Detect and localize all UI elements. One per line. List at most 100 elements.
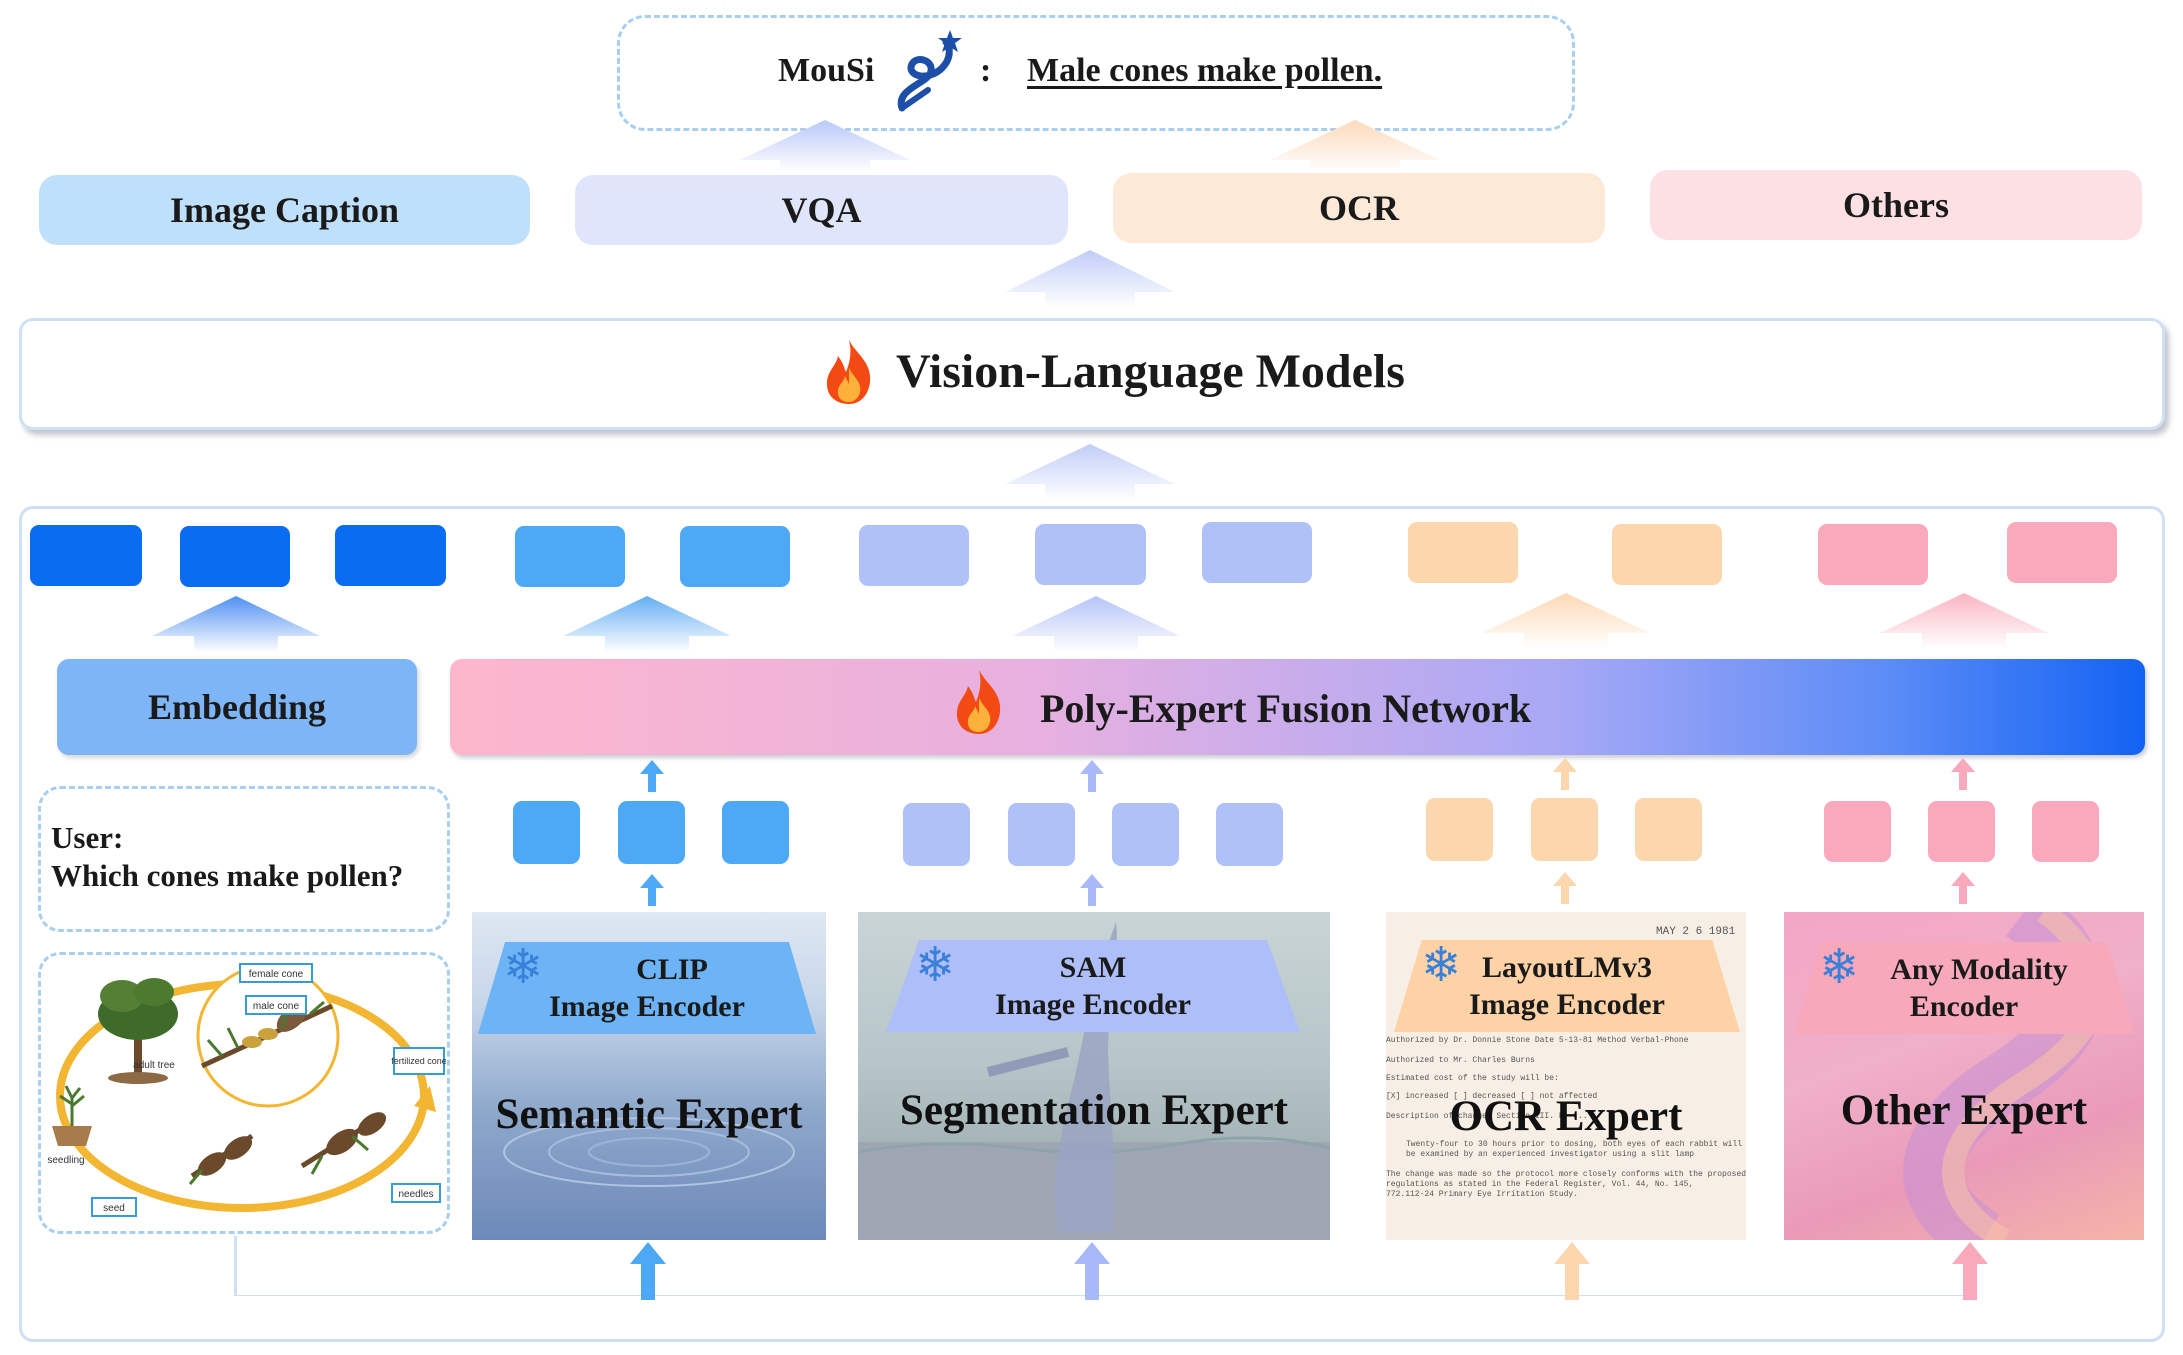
ocr-token-1 xyxy=(1426,798,1493,861)
task-others: Others xyxy=(1650,170,2142,240)
encoder-subtitle: Encoder xyxy=(1909,990,2019,1023)
doc-line: [X] increased [ ] decreased [ ] not affe… xyxy=(1386,1092,1598,1101)
other-token-1 xyxy=(1824,801,1891,862)
cones-branch-icon xyxy=(200,1000,334,1069)
clip-encoder-label: CLIP Image Encoder xyxy=(478,942,816,1034)
ocr-token-3 xyxy=(1635,798,1702,861)
encoder-name: LayoutLMv3 xyxy=(1481,950,1652,984)
up-arrow-ocr-expert xyxy=(1482,593,1650,649)
other-expert-title: Other Expert xyxy=(1840,1087,2088,1134)
layoutlm-encoder-label: LayoutLMv3 Image Encoder xyxy=(1394,940,1740,1032)
encoder-name: CLIP xyxy=(636,952,708,986)
up-arrow-vlm-to-tasks xyxy=(1005,250,1175,308)
small-up-arrow-other-top xyxy=(1951,758,1975,790)
vlm-box xyxy=(19,318,2165,430)
token-sam-1 xyxy=(859,525,969,586)
token-ocr-1 xyxy=(1408,522,1518,583)
up-arrow-clip xyxy=(563,596,731,652)
token-embed-1 xyxy=(30,525,142,586)
small-up-arrow-ocr-top xyxy=(1553,758,1577,790)
user-prompt-box xyxy=(38,786,450,932)
doc-line: be examined by an experienced investigat… xyxy=(1406,1150,1695,1159)
doc-date: MAY 2 6 1981 xyxy=(1656,926,1736,938)
up-arrow-ocr xyxy=(1270,120,1440,172)
ocr-token-2 xyxy=(1531,798,1598,861)
token-sam-2 xyxy=(1035,524,1146,585)
up-arrow-embedding xyxy=(152,596,320,652)
input-image-box xyxy=(38,952,450,1234)
up-arrow-vqa xyxy=(740,120,910,172)
sam-token-1 xyxy=(903,803,970,866)
sam-encoder-label: SAM Image Encoder xyxy=(886,940,1300,1032)
model-name: MouSi xyxy=(778,52,875,89)
other-token-3 xyxy=(2032,801,2099,862)
user-speaker: User: xyxy=(51,820,124,855)
doc-line: regulations as stated in the Federal Reg… xyxy=(1386,1180,1694,1189)
token-clip-1 xyxy=(515,526,625,587)
token-embed-3 xyxy=(335,525,446,586)
any-modality-encoder-label: Any Modality Encoder xyxy=(1794,942,2134,1034)
label-fertilized-cone: fertilized cone xyxy=(391,1056,446,1066)
other-token-2 xyxy=(1928,801,1995,862)
doc-line: The change was made so the protocol more… xyxy=(1386,1170,1746,1179)
sam-token-3 xyxy=(1112,803,1179,866)
up-arrow-to-layoutlm xyxy=(1554,1242,1590,1300)
clip-token-1 xyxy=(513,801,580,864)
main-frame xyxy=(19,506,2165,1342)
task-image-caption: Image Caption xyxy=(39,175,530,245)
token-sam-3 xyxy=(1202,522,1312,583)
label-seed: seed xyxy=(103,1203,125,1214)
semantic-expert-title: Semantic Expert xyxy=(495,1091,803,1138)
output-box xyxy=(617,15,1575,131)
segmentation-expert-title: Segmentation Expert xyxy=(899,1087,1289,1134)
vlm-title: Vision-Language Models xyxy=(896,345,1405,398)
encoder-subtitle: Image Encoder xyxy=(995,988,1191,1021)
answer-text: Male cones make pollen. xyxy=(1027,52,1383,89)
doc-line: Description of change: Section III. B. .… xyxy=(1386,1112,1588,1121)
label-female-cone: female cone xyxy=(249,969,304,980)
small-up-arrow-ocr-bottom xyxy=(1553,872,1577,904)
task-vqa: VQA xyxy=(575,175,1068,245)
token-embed-2 xyxy=(180,526,290,587)
snowflake-icon: ❄ xyxy=(1819,941,1860,994)
fire-icon xyxy=(952,668,1006,736)
fertilized-cone-branch-icon xyxy=(188,1112,387,1185)
encoder-name: SAM xyxy=(1059,950,1127,984)
doc-line: 772.112-24 Primary Eye Irritation Study. xyxy=(1386,1190,1579,1199)
mousi-logo-icon xyxy=(888,28,968,116)
encoder-subtitle: Image Encoder xyxy=(549,990,745,1023)
up-arrow-to-clip xyxy=(630,1242,666,1300)
small-up-arrow-sam-bottom xyxy=(1080,874,1104,906)
output-colon: : xyxy=(980,52,992,89)
snowflake-icon: ❄ xyxy=(503,941,544,994)
user-question: Which cones make pollen? xyxy=(51,858,404,893)
encoder-name: Any Modality xyxy=(1890,952,2068,986)
task-ocr: OCR xyxy=(1113,173,1605,243)
seedling-icon xyxy=(52,1085,92,1146)
fusion-network-bar xyxy=(450,659,2145,755)
sam-token-4 xyxy=(1216,803,1283,866)
doc-line: Twenty-four to 30 hours prior to dosing,… xyxy=(1406,1140,1743,1149)
pine-lifecycle-image: female cone male cone adult tree fertili… xyxy=(42,956,447,1230)
token-ocr-2 xyxy=(1612,524,1722,585)
ocr-expert-title: OCR Expert xyxy=(1449,1093,1683,1140)
up-arrow-to-any-modality xyxy=(1952,1242,1988,1300)
small-up-arrow-clip-top xyxy=(640,760,664,792)
fire-icon xyxy=(822,338,876,406)
snowflake-icon: ❄ xyxy=(915,939,956,992)
fusion-title: Poly-Expert Fusion Network xyxy=(1040,686,1532,731)
label-needles: needles xyxy=(398,1189,433,1200)
embedding-box: Embedding xyxy=(57,659,417,755)
small-up-arrow-sam-top xyxy=(1080,760,1104,792)
token-other-2 xyxy=(2007,522,2117,583)
label-male-cone: male cone xyxy=(253,1001,300,1012)
snowflake-icon: ❄ xyxy=(1421,939,1462,992)
small-up-arrow-other-bottom xyxy=(1951,872,1975,904)
doc-line: Authorized by Dr. Donnie Stone Date 5-13… xyxy=(1386,1036,1689,1045)
up-arrow-to-sam xyxy=(1074,1242,1110,1300)
sam-token-2 xyxy=(1008,803,1075,866)
adult-tree-icon xyxy=(98,978,178,1084)
token-clip-2 xyxy=(680,526,790,587)
token-other-1 xyxy=(1818,524,1928,585)
doc-line: Estimated cost of the study will be: xyxy=(1386,1074,1559,1083)
